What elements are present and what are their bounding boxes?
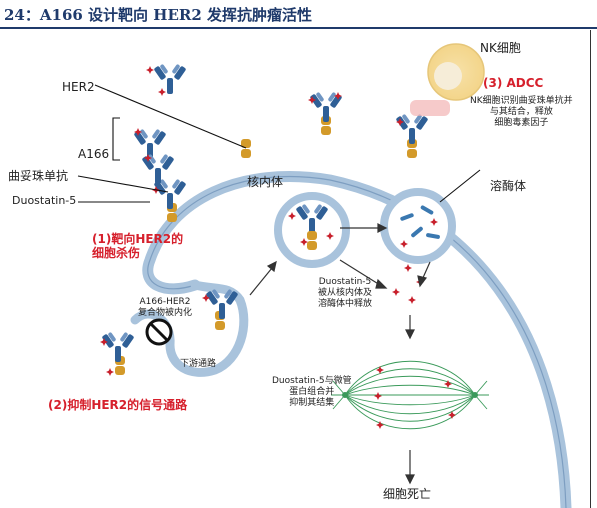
a166-label: A166: [78, 147, 110, 161]
trastuzumab-label: 曲妥珠单抗: [8, 169, 69, 183]
figure-title-bar: 24：A166 设计靶向 HER2 发挥抗肿瘤活性: [0, 0, 597, 29]
nk-desc-line: 与其结合，释放: [489, 107, 553, 117]
her2-label: HER2: [62, 80, 95, 94]
nk-desc-line: 细胞毒素因子: [494, 118, 549, 128]
microtubule-line: Duostatin-5与微管: [272, 376, 352, 386]
a166-antibody: [395, 113, 429, 144]
invagination: [165, 280, 249, 377]
lysosome-label: 溶酶体: [490, 179, 527, 193]
release-line: 被从核内体及: [318, 288, 373, 298]
free-antibody: [153, 63, 187, 94]
endosome-label: 核内体: [247, 175, 284, 189]
microtubule-label: Duostatin-5与微管 蛋白组合并 抑制其结集: [272, 376, 352, 409]
targeting-label: (1)靶向HER2的 细胞杀伤: [92, 232, 183, 260]
frame-border: [590, 30, 591, 508]
nk-cell-label: NK细胞: [480, 41, 521, 55]
complex-line: A166-HER2: [139, 297, 191, 307]
release-line: 溶酶体中释放: [318, 299, 373, 309]
mitotic-spindle: [331, 360, 489, 430]
lysosome: [380, 188, 456, 264]
microtubule-line: 抑制其结集: [289, 398, 335, 408]
cell-membrane: [142, 171, 572, 508]
nk-description: NK细胞识别曲妥珠单抗并 与其结合，释放 细胞毒素因子: [470, 96, 573, 129]
nk-contact-zone: [410, 100, 450, 116]
release-label: Duostatin-5 被从核内体及 溶酶体中释放: [318, 277, 372, 310]
her2-receptor: [241, 139, 251, 158]
downstream-label: 下游通路: [180, 359, 217, 369]
targeting-line: (1)靶向HER2的: [92, 232, 184, 246]
a166-antibody: [101, 331, 135, 362]
targeting-line: 细胞杀伤: [92, 246, 141, 260]
complex-line: 复合物被内化: [138, 308, 193, 318]
adcc-label: (3) ADCC: [483, 76, 544, 90]
cell-death-label: 细胞死亡: [383, 487, 432, 501]
inhibit-label: (2)抑制HER2的信号通路: [48, 398, 188, 412]
mechanism-diagram: [77, 43, 572, 508]
release-line: Duostatin-5: [318, 277, 372, 287]
duostatin-label: Duostatin-5: [12, 194, 77, 207]
complex-label: A166-HER2 复合物被内化: [138, 297, 192, 319]
figure-title: 24：A166 设计靶向 HER2 发挥抗肿瘤活性: [4, 6, 312, 24]
title-underline: [0, 27, 597, 29]
microtubule-line: 蛋白组合并: [289, 387, 335, 397]
nk-desc-line: NK细胞识别曲妥珠单抗并: [470, 96, 573, 106]
